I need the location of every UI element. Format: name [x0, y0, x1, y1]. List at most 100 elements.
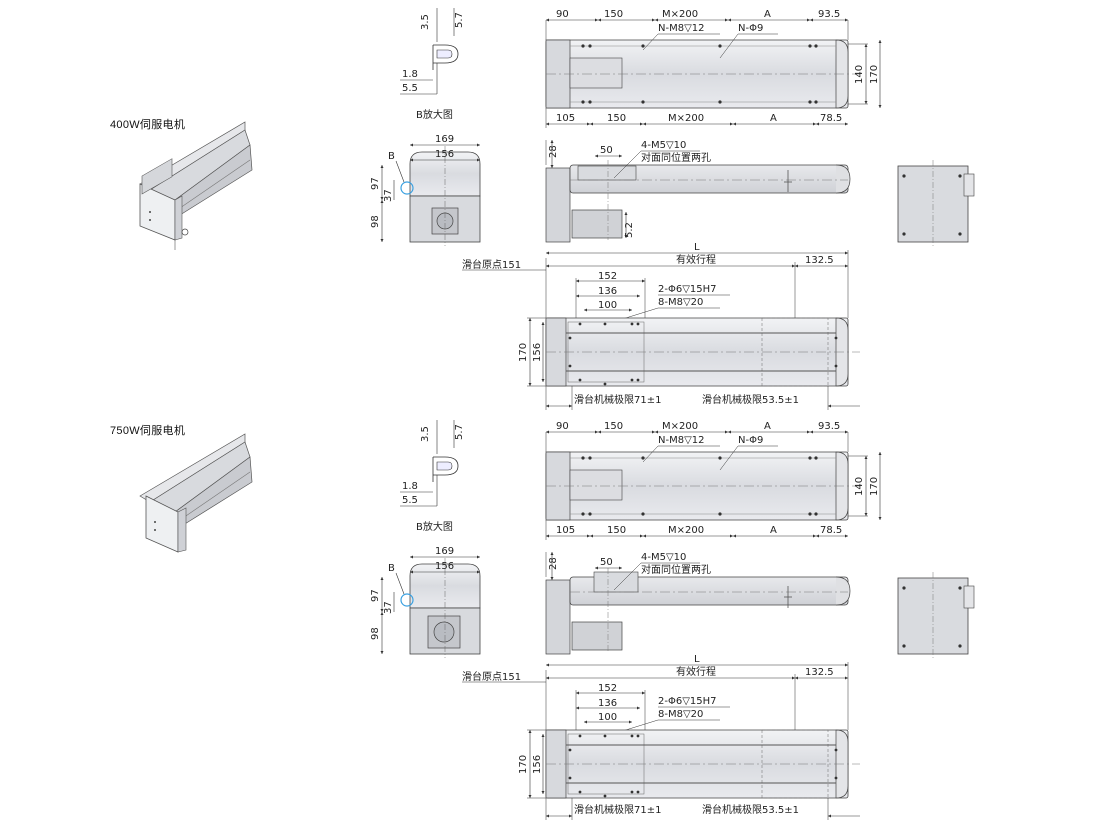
top-dim-m200: M×200: [662, 421, 698, 432]
bottom-dim-156: 156: [532, 343, 543, 362]
detail-caption: B放大图: [416, 108, 453, 121]
detail-dim-5-5: 5.5: [402, 83, 418, 94]
bottom-limit-53-5: 滑台机械极限53.5±1: [702, 803, 799, 816]
bottom-dim-152: 152: [598, 683, 617, 694]
bottom-note-phi6: 2-Φ6▽15H7: [658, 284, 717, 295]
side-dim-28: 28: [548, 145, 559, 158]
detail-dim-1-8: 1.8: [402, 69, 418, 80]
front-dim-169: 169: [435, 134, 454, 145]
top-dim-a: A: [764, 421, 771, 432]
bottom-dim-132-5: 132.5: [805, 667, 834, 678]
top-dim-78-5: 78.5: [820, 113, 842, 124]
top-dim-90: 90: [556, 9, 569, 20]
front-dim-156: 156: [435, 149, 454, 160]
detail-dim-5-5: 5.5: [402, 495, 418, 506]
front-end-view: 169 156 B 97 37 98: [370, 546, 481, 658]
top-dim-150b: 150: [607, 113, 626, 124]
front-end-view: 169 156 B 97 37 98: [370, 134, 481, 246]
top-dim-m200b: M×200: [668, 525, 704, 536]
top-note-n-phi9: N-Φ9: [738, 435, 763, 446]
top-dim-105: 105: [556, 113, 575, 124]
top-dim-150: 150: [604, 421, 623, 432]
bottom-note-m8: 8-M8▽20: [658, 297, 703, 308]
side-dim-50: 50: [600, 557, 613, 568]
top-plan-view: 90 150 M×200 A 93.5 N-M8▽12 N-Φ9 140 170…: [545, 421, 882, 540]
detail-dim-5-7: 5.7: [454, 424, 465, 440]
side-note-m5: 4-M5▽10: [641, 552, 686, 563]
top-dim-140: 140: [854, 477, 865, 496]
side-elevation-view: 28 50 4-M5▽10 对面同位置两孔 5.2: [545, 140, 851, 243]
bottom-dim-136: 136: [598, 698, 617, 709]
bottom-plan-view: L 滑台原点151 有效行程 132.5 152 136 100 2-Φ6▽15…: [462, 242, 860, 410]
detail-dim-3-5: 3.5: [420, 14, 431, 30]
front-dim-169: 169: [435, 546, 454, 557]
top-dim-m200b: M×200: [668, 113, 704, 124]
top-dim-105: 105: [556, 525, 575, 536]
top-dim-150: 150: [604, 9, 623, 20]
top-dim-ab: A: [770, 525, 777, 536]
top-dim-170: 170: [869, 65, 880, 84]
top-dim-170: 170: [869, 477, 880, 496]
b-detail-view: 3.5 5.7 1.8 5.5 B放大图: [400, 8, 465, 121]
bottom-dim-l: L: [694, 654, 700, 665]
side-dim-50: 50: [600, 145, 613, 156]
bottom-dim-170: 170: [518, 755, 529, 774]
bottom-dim-152: 152: [598, 271, 617, 282]
bottom-dim-170: 170: [518, 343, 529, 362]
top-note-n-m8: N-M8▽12: [658, 435, 705, 446]
front-dim-37: 37: [383, 601, 394, 614]
bottom-note-m8: 8-M8▽20: [658, 709, 703, 720]
bottom-stroke: 有效行程: [676, 665, 716, 678]
top-dim-a: A: [764, 9, 771, 20]
top-dim-m200: M×200: [662, 9, 698, 20]
side-dim-5-2: 5.2: [624, 222, 635, 238]
top-dim-93-5: 93.5: [818, 421, 840, 432]
bottom-origin: 滑台原点151: [462, 670, 521, 683]
bottom-note-phi6: 2-Φ6▽15H7: [658, 696, 717, 707]
top-dim-ab: A: [770, 113, 777, 124]
bottom-dim-100: 100: [598, 712, 617, 723]
detail-dim-5-7: 5.7: [454, 12, 465, 28]
detail-dim-1-8: 1.8: [402, 481, 418, 492]
detail-dim-3-5: 3.5: [420, 426, 431, 442]
side-note-holes: 对面同位置两孔: [641, 151, 711, 164]
top-dim-140: 140: [854, 65, 865, 84]
section-title-400w: 400W伺服电机: [110, 119, 186, 131]
rear-end-view: [897, 572, 975, 658]
iso-view: [139, 121, 253, 250]
side-note-holes: 对面同位置两孔: [641, 563, 711, 576]
top-plan-view: 90 150 M×200 A 93.5 N-M8▽12 N-Φ9 140 170…: [545, 9, 882, 128]
bottom-stroke: 有效行程: [676, 253, 716, 266]
side-dim-28: 28: [548, 557, 559, 570]
bottom-dim-l: L: [694, 242, 700, 253]
front-dim-97: 97: [370, 177, 381, 190]
bottom-plan-view: L 滑台原点151 有效行程 132.5 152 136 100 2-Φ6▽15…: [462, 654, 860, 820]
top-dim-78-5: 78.5: [820, 525, 842, 536]
top-dim-93-5: 93.5: [818, 9, 840, 20]
section-title-750w: 750W伺服电机: [110, 425, 186, 437]
section-400w: 3.5 5.7 1.8 5.5 B放大图 169 156 B 97 37 98: [139, 8, 975, 410]
bottom-limit-71: 滑台机械极限71±1: [574, 393, 661, 406]
bottom-dim-156: 156: [532, 755, 543, 774]
bottom-dim-132-5: 132.5: [805, 255, 834, 266]
bottom-dim-100: 100: [598, 300, 617, 311]
bottom-limit-71: 滑台机械极限71±1: [574, 803, 661, 816]
top-dim-150b: 150: [607, 525, 626, 536]
b-detail-view: 3.5 5.7 1.8 5.5 B放大图: [400, 420, 465, 533]
front-label-b: B: [388, 151, 395, 162]
front-dim-156: 156: [435, 561, 454, 572]
detail-caption: B放大图: [416, 520, 453, 533]
bottom-limit-53-5: 滑台机械极限53.5±1: [702, 393, 799, 406]
top-dim-90: 90: [556, 421, 569, 432]
front-dim-98: 98: [370, 215, 381, 228]
side-elevation-view: 28 50 4-M5▽10 对面同位置两孔: [545, 552, 851, 655]
section-750w: 3.5 5.7 1.8 5.5 B放大图 169 156 B 97 37 98: [139, 420, 975, 820]
front-label-b: B: [388, 563, 395, 574]
bottom-origin: 滑台原点151: [462, 258, 521, 271]
iso-view: [139, 433, 253, 553]
top-note-n-phi9: N-Φ9: [738, 23, 763, 34]
front-dim-98: 98: [370, 627, 381, 640]
front-dim-37: 37: [383, 189, 394, 202]
side-note-m5: 4-M5▽10: [641, 140, 686, 151]
